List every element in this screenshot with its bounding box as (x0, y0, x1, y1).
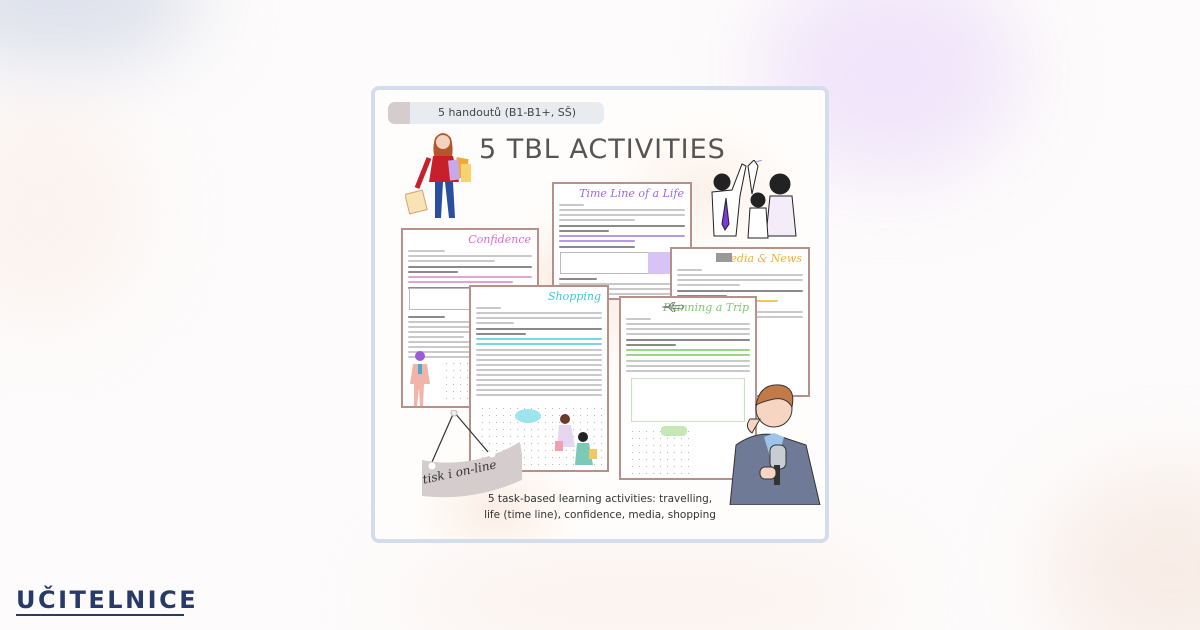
handout-title: Confidence (468, 233, 531, 246)
handout-title: Media & News (719, 252, 802, 265)
shopping-figures-illustration (555, 414, 597, 465)
reporter-illustration (729, 384, 821, 505)
ucitelnice-logo[interactable]: UČITELNICE (16, 586, 199, 614)
product-preview-card[interactable]: 5 handoutů (B1-B1+, SŠ) 5 TBL ACTIVITIES (371, 86, 829, 543)
handout-planning-trip: Planning a Trip (619, 296, 757, 480)
shopping-woman-illustration (405, 133, 471, 218)
notes-label (515, 409, 541, 423)
background-blob (400, 540, 900, 630)
man-in-pink-suit-illustration (410, 351, 430, 406)
badge-label: 5 handoutů (B1-B1+, SŠ) (437, 106, 577, 119)
page-title: 5 TBL ACTIVITIES (479, 134, 726, 165)
handout-title: Time Line of a Life (579, 187, 684, 200)
background-blob (0, 0, 200, 70)
subtitle-line-1: 5 task-based learning activities: travel… (487, 493, 713, 505)
subtitle-line-2: life (time line), confidence, media, sho… (484, 509, 716, 521)
background-blob (0, 100, 140, 320)
notes-label (661, 426, 687, 436)
airplane-icon (661, 302, 685, 312)
logo-underline (16, 614, 184, 616)
card-subtitle: 5 task-based learning activities: travel… (375, 491, 825, 523)
level-badge: 5 handoutů (B1-B1+, SŠ) (388, 102, 604, 124)
handout-title: Planning a Trip (663, 301, 749, 314)
high-five-people-illustration (711, 160, 797, 239)
handout-title: Shopping (548, 290, 601, 303)
handout-shopping: Shopping (469, 285, 609, 472)
print-online-sign (422, 410, 522, 498)
handout-time-line: Time Line of a Life (552, 182, 692, 300)
background-blob (1050, 470, 1200, 630)
badge-square (388, 102, 410, 124)
